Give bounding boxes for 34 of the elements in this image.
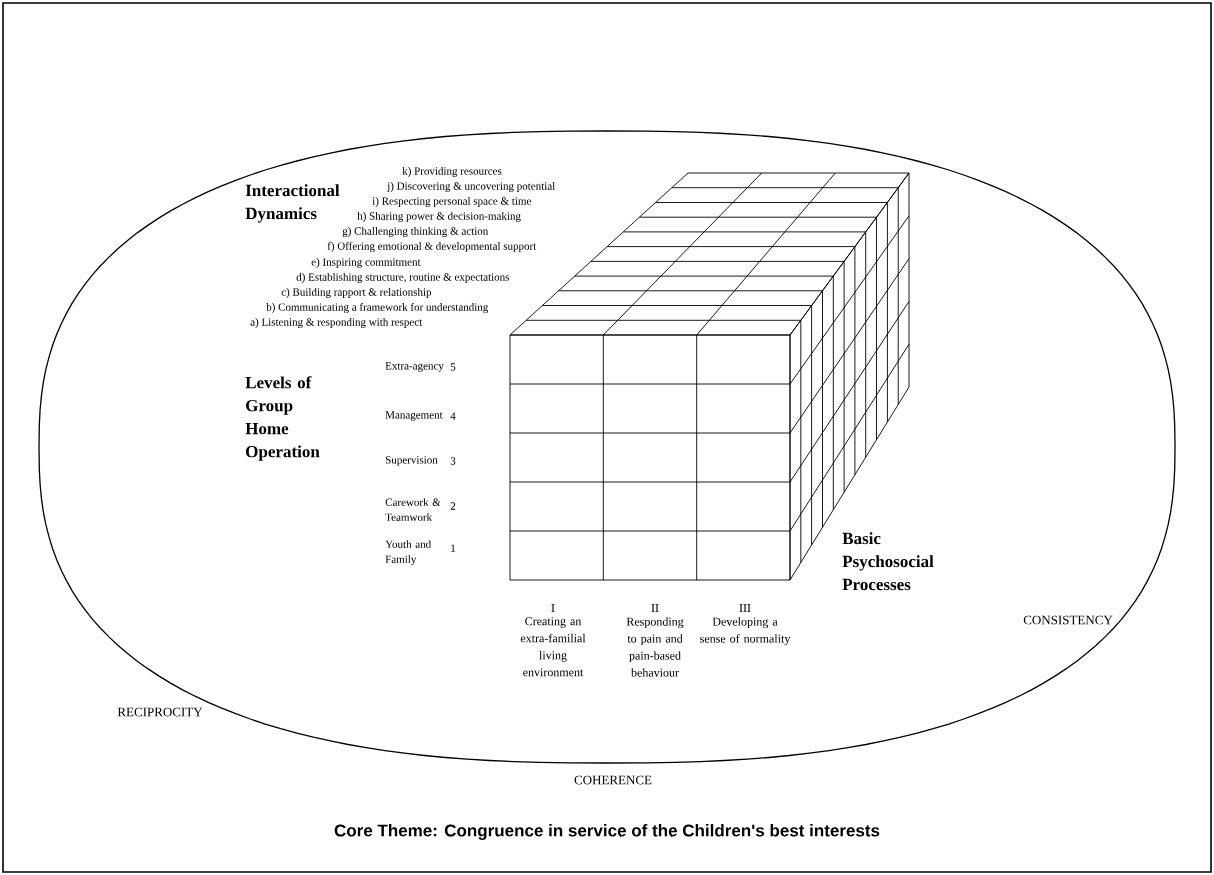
level-label: Youth and Family [385, 540, 431, 566]
dimension-label: i) Respecting personal space & time [372, 197, 531, 207]
process-label: Creating an extra-familial living environment [520, 617, 586, 677]
theme-label: RECIPROCITY [117, 707, 203, 717]
level-label: Carework & Teamwork [385, 498, 441, 521]
level-number: 3 [450, 457, 456, 465]
level-number: 5 [450, 363, 456, 371]
level-number: 1 [451, 544, 456, 552]
dimension-label: e) Inspiring commitment [311, 258, 421, 268]
level-label: Supervision [385, 456, 438, 466]
dimension-label: h) Sharing power & decision-making [357, 212, 521, 222]
dimension-label: j) Discovering & uncovering potential [386, 182, 555, 192]
dimension-label: f) Offering emotional & developmental support [327, 241, 537, 253]
process-label: Responding to pain and pain-based behaviour [626, 617, 684, 677]
roman-numeral: II [651, 604, 659, 612]
process-label: Developing a sense of normality [700, 617, 791, 646]
level-label: Extra-agency [385, 362, 444, 372]
dimension-label: d) Establishing structure, routine & expectations [296, 273, 510, 283]
dimension-label: b) Communicating a framework for understanding [266, 302, 489, 314]
dimension-label: a) Listening & responding with respect [250, 318, 423, 328]
level-number: 4 [450, 412, 456, 420]
caption: Core Theme: Congruence in service of the Children's best interests [334, 824, 880, 840]
level-label: Management [385, 411, 443, 421]
level-number: 2 [450, 502, 456, 510]
roman-numeral: III [739, 604, 751, 612]
theme-label: CONSISTENCY [1023, 615, 1113, 625]
axis-heading: Levels of Group Home Operation [245, 376, 320, 461]
dimension-label: g) Challenging thinking & action [342, 227, 489, 237]
theme-label: COHERENCE [574, 775, 652, 785]
axis-heading: Interactional Dynamics [245, 184, 340, 223]
roman-numeral: I [551, 604, 555, 612]
axis-heading: Basic Psychosocial Processes [842, 532, 934, 591]
dimension-label: k) Providing resources [402, 167, 502, 177]
dimension-label: c) Building rapport & relationship [281, 288, 432, 298]
